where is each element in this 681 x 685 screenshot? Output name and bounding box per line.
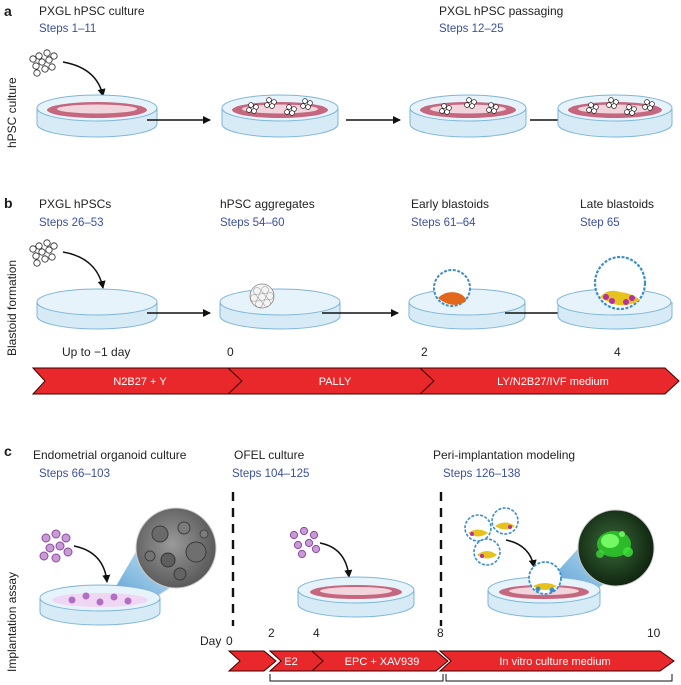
timeline-b-day-3: 4	[614, 345, 621, 359]
organoid-cells-icon	[39, 529, 73, 563]
late-blastoid-icon	[593, 255, 647, 311]
ofel-dish-c2	[297, 576, 415, 618]
row-label-a: hPSC culture	[5, 77, 19, 148]
timeline-c-day-label: Day	[200, 634, 221, 648]
aggregate-dish-b2	[219, 283, 341, 330]
stage-b4-title: Late blastoids	[580, 197, 654, 211]
timeline-bracket	[269, 674, 444, 682]
seeding-arrow-icon	[62, 251, 106, 289]
culture-dish-a2	[221, 94, 339, 138]
stage-a2-steps: Steps 12–25	[439, 23, 504, 35]
timeline-bracket	[445, 674, 673, 682]
culture-dish-a4	[557, 94, 673, 138]
stage-b2-steps: Steps 54–60	[220, 217, 285, 229]
culture-dish-a3	[409, 94, 527, 138]
attached-blastoid-icon	[528, 561, 562, 595]
timeline-b-day-2: 2	[421, 345, 428, 359]
stage-b3-title: Early blastoids	[411, 197, 489, 211]
timeline-c-day-10: 10	[647, 626, 661, 640]
medium-label-c2: EPC + XAV939	[345, 656, 420, 668]
seeding-cells-icon	[29, 239, 58, 267]
stage-a1-title: PXGL hPSC culture	[39, 4, 145, 18]
timeline-c-day-8: 8	[437, 626, 444, 640]
panel-letter-b: b	[4, 195, 13, 211]
organoid-cells-icon	[289, 526, 321, 559]
timeline-c-day-0: 0	[226, 634, 233, 648]
panel-letter-a: a	[4, 3, 12, 19]
media-timeline-c: E2 EPC + XAV939 In vitro culture medium	[227, 650, 675, 672]
early-blastoid-dish-b3	[408, 269, 526, 330]
implantation-dish-c3	[487, 561, 601, 618]
medium-bar	[227, 650, 277, 672]
stage-c1-title: Endometrial organoid culture	[33, 448, 187, 462]
early-blastoid-icon	[433, 269, 471, 307]
timeline-b-day-1: 0	[227, 345, 234, 359]
medium-label-b1: N2B27 + Y	[113, 376, 167, 388]
medium-label-c1: E2	[284, 656, 297, 668]
stage-b1-steps: Steps 26–53	[39, 217, 104, 229]
stage-c3-title: Peri-implantation modeling	[433, 448, 575, 462]
blastoid-cluster-icon	[464, 507, 519, 566]
panel-letter-c: c	[4, 443, 12, 459]
stage-b3-steps: Steps 61–64	[411, 217, 476, 229]
stage-c1-steps: Steps 66–103	[39, 468, 110, 480]
medium-bar	[418, 367, 680, 395]
fluorescence-micrograph	[577, 509, 655, 587]
medium-bar	[438, 650, 675, 672]
hpsc-aggregate-icon	[249, 283, 275, 309]
culture-dish-a1	[36, 94, 158, 138]
row-label-b: Blastoid formation	[5, 260, 19, 356]
seeding-arrow-icon	[319, 542, 353, 578]
row-label-c: Implantation assay	[5, 572, 19, 672]
organoid-dish-c1	[39, 584, 161, 626]
medium-label-c3: In vitro culture medium	[499, 656, 610, 668]
stage-c2-title: OFEL culture	[234, 448, 305, 462]
seeding-cells-icon	[29, 49, 58, 77]
stage-b1-title: PXGL hPSCs	[39, 197, 111, 211]
stage-a2-title: PXGL hPSC passaging	[439, 4, 563, 18]
stage-b2-title: hPSC aggregates	[220, 197, 315, 211]
stage-b4-steps: Step 65	[580, 217, 620, 229]
medium-bar	[310, 650, 449, 672]
seeding-arrow-icon	[505, 539, 537, 568]
microwell-dish-b1	[36, 288, 158, 330]
timeline-c-day-2: 2	[268, 626, 275, 640]
stage-a1-steps: Steps 1–11	[39, 23, 96, 35]
timeline-c-day-4: 4	[313, 626, 320, 640]
late-blastoid-dish-b4	[556, 255, 673, 330]
media-timeline-b: N2B27 + Y PALLY LY/N2B27/IVF medium	[31, 367, 680, 395]
organoid-micrograph	[135, 507, 217, 589]
medium-label-b3: LY/N2B27/IVF medium	[497, 376, 609, 388]
stage-c3-steps: Steps 126–138	[443, 468, 520, 480]
medium-label-b2: PALLY	[319, 376, 352, 388]
seeding-arrow-icon	[73, 545, 111, 583]
stage-c2-steps: Steps 104–125	[232, 468, 309, 480]
timeline-b-day-0: Up to −1 day	[62, 345, 130, 359]
seeding-arrow-icon	[62, 61, 106, 97]
